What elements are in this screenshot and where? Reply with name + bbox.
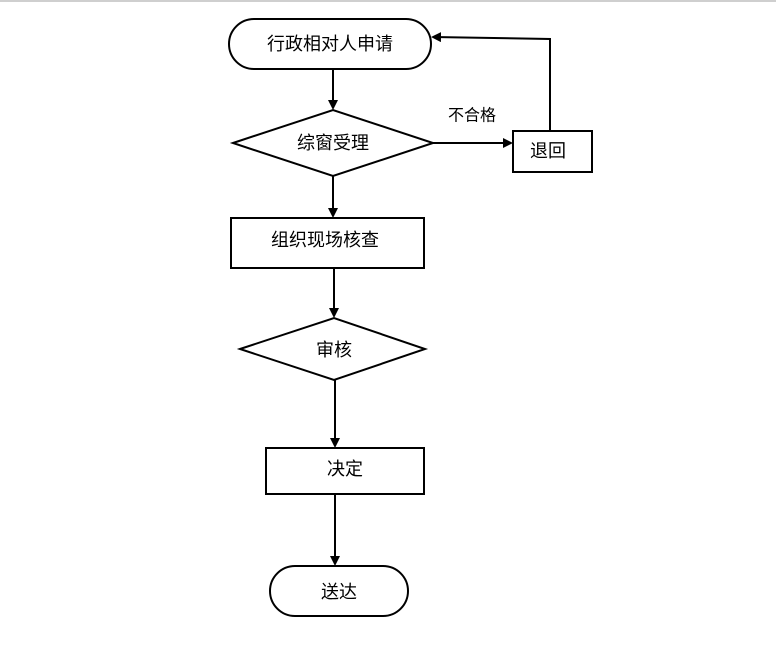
start-node-label: 行政相对人申请 [267,34,393,55]
top-border-line [0,0,776,2]
delivery-node-label: 送达 [321,582,357,603]
start-node-shape [228,18,432,70]
window-accept-label: 综窗受理 [297,133,369,154]
delivery-node-shape [269,565,409,617]
review-label: 审核 [316,340,352,361]
arrow-return-to-start [431,32,551,130]
onsite-check-label: 组织现场核查 [271,230,379,251]
decision-node-label: 决定 [327,459,363,480]
return-node-label: 退回 [530,141,566,162]
return-node-shape [512,130,593,173]
onsite-check-node-shape [230,217,425,269]
decision-node-shape [265,447,425,495]
review-decision-shape [236,316,429,382]
unqualified-edge-label: 不合格 [448,106,496,125]
